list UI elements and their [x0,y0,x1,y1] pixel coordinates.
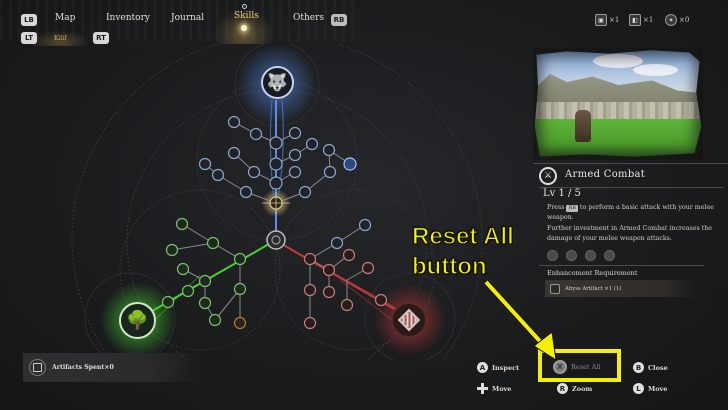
armed-combat-icon: ⚔ [539,167,557,185]
divider [533,163,728,164]
r-stick-icon: R [557,383,568,394]
tab-inventory[interactable]: Inventory [106,13,150,23]
skill-name: Armed Combat [565,169,646,180]
tab-map[interactable]: Map [55,13,76,23]
move-stick-control[interactable]: L Move [633,383,667,394]
cube-artifact-icon: ◧ [629,14,641,26]
requirement-item: Abyss Artifact ×1 (1) [545,280,695,297]
wolf-head-icon[interactable]: 🐺 [261,66,294,99]
tab-journal[interactable]: Journal [171,13,205,23]
rt-button-hint[interactable]: RT [93,32,109,44]
subtab-glow [30,30,90,46]
artifacts-spent: Artifacts Spent×0 [23,353,203,382]
perk-icon-3 [585,250,596,261]
abyss-artifact-icon: ▣ [595,14,607,26]
emblem-icon: ✦ [665,14,677,26]
requirement-title: Enhancement Requirement [547,269,638,277]
active-tab-indicator [241,25,247,31]
dpad-icon [477,383,488,394]
rb-key-icon: RB [566,205,578,212]
x-button-icon: X [553,360,567,374]
perk-icon-1 [547,250,558,261]
subtab-kilif[interactable]: Kilif [54,35,67,42]
perk-icon-4 [604,250,615,261]
close-control[interactable]: B Close [633,362,668,373]
tree-icon[interactable]: 🌳 [119,302,156,339]
notification-dot-icon [242,4,247,9]
reset-all-button[interactable]: X Reset All [553,360,600,374]
resource-cube-artifact: ◧ ×1 [629,14,653,26]
abyss-artifact-icon [550,283,560,294]
move-dpad-control[interactable]: Move [477,383,511,394]
top-navigation: LB Map Inventory Journal Skills Others R… [0,0,728,46]
perk-icons [547,250,615,261]
b-button-icon: B [633,362,644,373]
lb-button-hint[interactable]: LB [21,14,37,26]
skill-preview-image [534,50,702,157]
annotation-label: Reset All button [411,222,514,280]
skill-level: Lv 1 / 5 [543,188,581,199]
perk-icon-2 [566,250,577,261]
l-stick-icon: L [633,383,644,394]
artifact-icon [29,359,46,376]
resource-abyss-artifact: ▣ ×1 [595,14,619,26]
skill-tree: 🐺 🌳 [0,44,528,360]
tab-skills[interactable]: Skills [234,11,259,21]
decorative-pattern [0,0,360,42]
rb-button-hint[interactable]: RB [331,14,347,26]
diamond-sigil-icon[interactable] [391,302,427,338]
zoom-control[interactable]: R Zoom [557,383,592,394]
inspect-control[interactable]: A Inspect [477,362,519,373]
tab-others[interactable]: Others [293,13,325,23]
lt-button-hint[interactable]: LT [21,32,37,44]
annotation-highlight-box [538,349,621,382]
skill-info-panel: ⚔ Armed Combat Lv 1 / 5 Press RB to perf… [533,163,728,313]
character-figure [575,110,591,142]
resource-emblem: ✦ ×0 [665,14,689,26]
a-button-icon: A [477,362,488,373]
skill-description: Press RB to perform a basic attack with … [547,204,714,243]
